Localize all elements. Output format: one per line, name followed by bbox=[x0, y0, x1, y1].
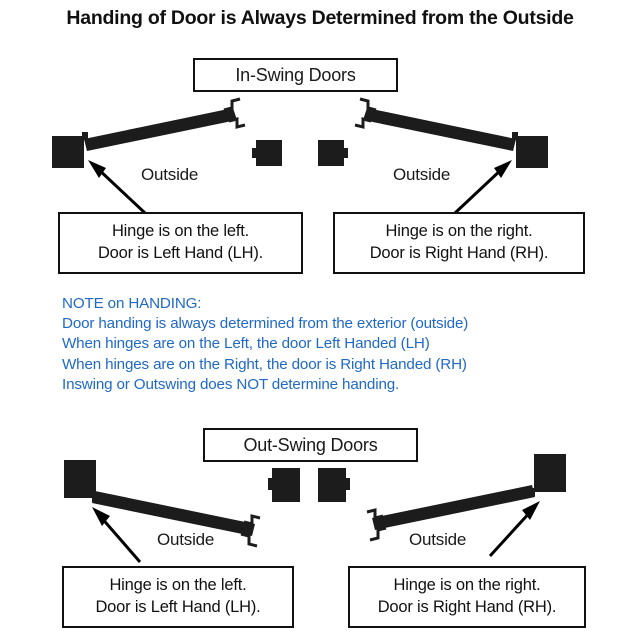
door-hardware-bottom-right-out-swing bbox=[369, 526, 387, 542]
outside-label-left-out-swing: Outside bbox=[157, 530, 215, 549]
note-heading: NOTE on HANDING: bbox=[62, 295, 202, 312]
hinge-pivot-right-in-swing bbox=[512, 132, 518, 140]
wall-block-right-out-swing bbox=[534, 454, 566, 492]
caption-box-right-in-swing: Hinge is on the right. Door is Right Han… bbox=[333, 212, 585, 274]
wall-block-left-out-swing bbox=[64, 460, 96, 498]
hinge-pivot-right-out-swing bbox=[528, 488, 535, 496]
wall-block-left-in-swing bbox=[52, 136, 84, 168]
door-hardware-top-left-in-swing bbox=[223, 97, 241, 112]
note-line-1: Door handing is always determined from t… bbox=[62, 315, 469, 333]
pointer-line-left-in-swing bbox=[95, 166, 147, 215]
caption-line-2: Door is Right Hand (RH). bbox=[377, 598, 557, 616]
caption-box-right-out-swing: Hinge is on the right. Door is Right Han… bbox=[348, 566, 586, 628]
caption-line-1: Hinge is on the left. bbox=[111, 222, 250, 241]
caption-box-left-out-swing: Hinge is on the left. Door is Left Hand … bbox=[62, 566, 294, 628]
door-hardware-bottom-left-in-swing bbox=[228, 117, 246, 129]
center-jamb-block-left-out-swing bbox=[272, 468, 300, 502]
caption-line-1: Hinge is on the left. bbox=[109, 576, 247, 595]
caption-line-2: Door is Right Hand (RH). bbox=[369, 244, 549, 262]
caption-line-1: Hinge is on the right. bbox=[385, 222, 533, 241]
door-hardware-top-left-out-swing bbox=[243, 514, 261, 526]
strike-plate-left-out-swing bbox=[268, 478, 273, 490]
pointer-arrowhead-left-out-swing bbox=[92, 507, 110, 526]
door-hardware-bottom-right-in-swing bbox=[354, 117, 372, 129]
page-title: Handing of Door is Always Determined fro… bbox=[66, 7, 574, 29]
door-hardware-top-right-in-swing bbox=[359, 97, 377, 112]
door-slab-right-out-swing bbox=[372, 485, 535, 530]
wall-block-right-in-swing bbox=[516, 136, 548, 168]
door-hardware-top-right-out-swing bbox=[366, 508, 384, 520]
center-jamb-block-left-in-swing bbox=[256, 140, 282, 166]
door-slab-left-in-swing bbox=[84, 108, 237, 151]
section-title-out-swing: Out-Swing Doors bbox=[203, 428, 418, 462]
caption-line-1: Hinge is on the right. bbox=[393, 576, 541, 595]
hinge-pivot-left-out-swing bbox=[92, 494, 99, 502]
note-on-handing: NOTE on HANDING: Door handing is always … bbox=[62, 294, 468, 395]
pointer-arrowhead-right-in-swing bbox=[494, 160, 512, 178]
note-line-4: Inswing or Outswing does NOT determine h… bbox=[62, 375, 400, 393]
pointer-arrowhead-left-in-swing bbox=[88, 160, 106, 178]
outside-label-left-in-swing: Outside bbox=[141, 165, 199, 184]
strike-plate-right-in-swing bbox=[343, 148, 348, 158]
center-jamb-block-right-out-swing bbox=[318, 468, 346, 502]
pointer-line-right-out-swing bbox=[488, 508, 534, 558]
outside-label-right-in-swing: Outside bbox=[393, 165, 451, 184]
caption-line-2: Door is Left Hand (LH). bbox=[95, 598, 261, 616]
section-title-in-swing: In-Swing Doors bbox=[193, 58, 398, 92]
pointer-line-left-out-swing bbox=[98, 515, 142, 563]
caption-box-left-in-swing: Hinge is on the left. Door is Left Hand … bbox=[58, 212, 303, 274]
note-line-2: When hinges are on the Left, the door Le… bbox=[62, 335, 430, 353]
door-slab-right-in-swing bbox=[363, 108, 516, 151]
center-jamb-block-right-in-swing bbox=[318, 140, 344, 166]
caption-line-2: Door is Left Hand (LH). bbox=[97, 244, 264, 262]
strike-plate-right-out-swing bbox=[345, 478, 350, 490]
strike-plate-left-in-swing bbox=[252, 148, 257, 158]
pointer-line-right-in-swing bbox=[453, 166, 505, 215]
door-hardware-bottom-left-out-swing bbox=[240, 532, 258, 548]
pointer-arrowhead-right-out-swing bbox=[522, 501, 540, 520]
hinge-pivot-left-in-swing bbox=[82, 132, 88, 140]
note-line-3: When hinges are on the Right, the door i… bbox=[62, 355, 467, 373]
outside-label-right-out-swing: Outside bbox=[409, 530, 467, 549]
